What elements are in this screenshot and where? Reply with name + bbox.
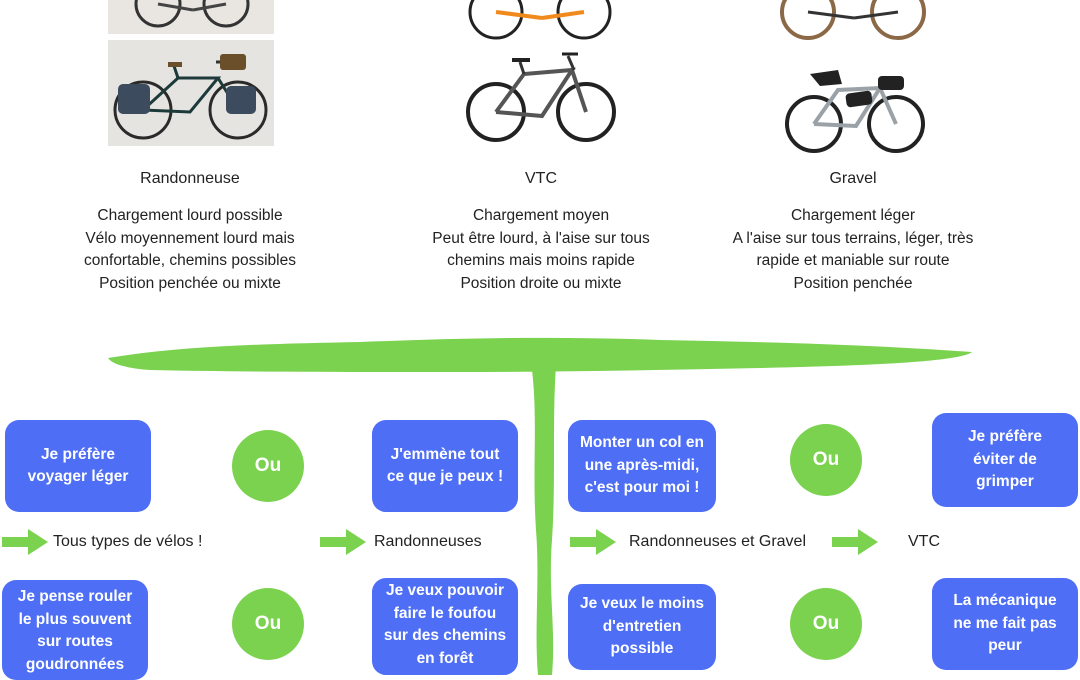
- desc-line: A l'aise sur tous terrains, léger, très: [732, 229, 974, 247]
- or-badge: Ou: [790, 588, 862, 660]
- desc-line: Position penchée ou mixte: [99, 274, 281, 292]
- desc-line: Position penchée: [793, 274, 913, 292]
- desc-line: Chargement lourd possible: [97, 207, 283, 224]
- vtc-photo: [462, 46, 620, 146]
- gravel-description: Chargement léger A l'aise sur tous terra…: [673, 205, 1033, 295]
- gravel-title: Gravel: [829, 170, 877, 187]
- bubble-emmene-tout: J'emmène tout ce que je peux !: [372, 420, 518, 512]
- desc-line: Chargement moyen: [472, 207, 610, 224]
- bubble-text: Je veux pouvoir faire le foufou sur des …: [383, 582, 507, 667]
- bubble-eviter-grimper: Je préfère éviter de grimper: [932, 413, 1078, 507]
- desc-line: Chargement léger: [790, 207, 916, 224]
- vtc-title: VTC: [525, 170, 557, 187]
- bubble-text: La mécanique ne me fait pas peur: [953, 592, 1057, 655]
- result-label: Randonneuses et Gravel: [629, 533, 806, 550]
- desc-line: confortable, chemins possibles: [84, 252, 296, 269]
- or-badge: Ou: [232, 588, 304, 660]
- desc-line: Position droite ou mixte: [460, 274, 622, 292]
- arrow-right-icon: [570, 529, 616, 555]
- arrow-right-icon: [832, 529, 878, 555]
- vtc-photo-top: [462, 0, 620, 42]
- randonneuse-photo-top: [108, 0, 274, 34]
- bubble-text: Monter un col en une après-midi, c'est p…: [580, 434, 704, 497]
- bubble-text: Je préfère voyager léger: [27, 445, 129, 486]
- result-label: Randonneuses: [374, 533, 482, 550]
- bubble-text: Je pense rouler le plus souvent sur rout…: [17, 588, 133, 673]
- bubble-mecanique: La mécanique ne me fait pas peur: [932, 578, 1078, 670]
- or-badge: Ou: [790, 424, 862, 496]
- desc-line: Peut être lourd, à l'aise sur tous: [432, 229, 650, 247]
- result-label: Tous types de vélos !: [53, 533, 203, 550]
- gravel-photo: [780, 62, 930, 156]
- desc-line: rapide et maniable sur route: [756, 252, 950, 269]
- desc-line: chemins mais moins rapide: [447, 252, 635, 269]
- bubble-text: Je préfère éviter de grimper: [967, 428, 1043, 491]
- randonneuse-description: Chargement lourd possible Vélo moyenneme…: [10, 205, 370, 295]
- arrow-right-icon: [2, 529, 48, 555]
- arrow-right-icon: [320, 529, 366, 555]
- bubble-text: Je veux le moins d'entretien possible: [579, 595, 705, 658]
- bubble-routes-goudronnees: Je pense rouler le plus souvent sur rout…: [2, 580, 148, 680]
- bubble-foufou-chemins: Je veux pouvoir faire le foufou sur des …: [372, 578, 518, 675]
- or-badge: Ou: [232, 430, 304, 502]
- desc-line: Vélo moyennement lourd mais: [85, 229, 295, 247]
- gravel-photo-top: [772, 0, 936, 42]
- randonneuse-photo: [108, 40, 274, 146]
- bubble-text: J'emmène tout ce que je peux !: [386, 445, 504, 486]
- bubble-voyager-leger: Je préfère voyager léger: [5, 420, 151, 512]
- vtc-description: Chargement moyen Peut être lourd, à l'ai…: [361, 205, 721, 295]
- randonneuse-title: Randonneuse: [140, 170, 240, 187]
- bubble-moins-entretien: Je veux le moins d'entretien possible: [568, 584, 716, 670]
- green-brush-divider: [108, 337, 972, 675]
- result-label: VTC: [908, 533, 940, 550]
- bubble-monter-col: Monter un col en une après-midi, c'est p…: [568, 420, 716, 512]
